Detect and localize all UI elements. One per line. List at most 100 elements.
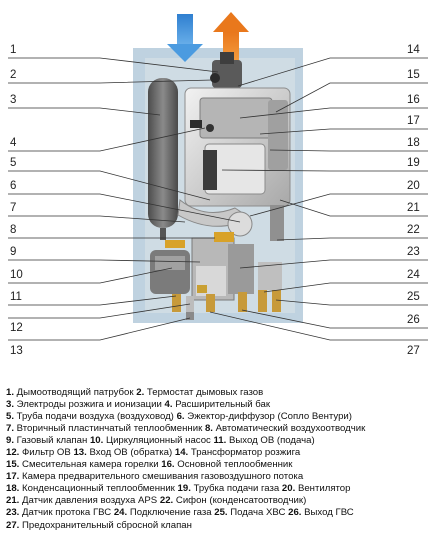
legend-number: 14. [174, 447, 191, 459]
callout-7: 7 [10, 202, 16, 214]
legend-row: 27. Предохранительный сбросной клапан [6, 520, 431, 532]
legend-row: 12. Фильтр ОВ 13. Вход ОВ (обратка) 14. … [6, 447, 431, 459]
callout-11: 11 [10, 291, 22, 303]
legend-caption: Фильтр ОВ [22, 447, 71, 459]
legend-caption: Вентилятор [297, 483, 351, 495]
callout-17: 17 [407, 115, 420, 127]
callout-24: 24 [407, 269, 420, 281]
legend-number: 15. [6, 459, 23, 471]
flue-collar [210, 52, 242, 88]
legend-number: 12. [6, 447, 23, 459]
legend-number: 19. [177, 483, 194, 495]
callout-25: 25 [407, 291, 420, 303]
legend-number: 17. [6, 471, 23, 483]
legend-number: 6. [176, 411, 188, 423]
legend-number: 23. [6, 507, 23, 519]
legend-number: 8. [204, 423, 216, 435]
legend-caption: Термостат дымовых газов [146, 387, 264, 398]
legend-caption: Камера предварительного смешивания газов… [22, 471, 304, 483]
legend-caption: Автоматический воздухоотводчик [215, 423, 366, 435]
legend-caption: Вторичный пластинчатый теплообменник [16, 423, 203, 435]
callout-21: 21 [407, 202, 420, 214]
legend-caption: Газовый клапан [16, 435, 88, 447]
callout-27: 27 [407, 345, 420, 357]
heat-exchanger [184, 87, 291, 241]
legend-caption: Циркуляционный насос [105, 435, 211, 447]
legend-number: 18. [6, 483, 23, 495]
callout-13: 13 [10, 345, 23, 357]
callout-numbers-right: 14 15 16 17 18 19 20 21 22 23 24 25 26 2… [407, 44, 420, 357]
legend-row: 9. Газовый клапан 10. Циркуляционный нас… [6, 435, 431, 447]
legend-number: 13. [73, 447, 90, 459]
legend-row: 5. Труба подачи воздуха (воздуховод) 6. … [6, 411, 431, 423]
legend-caption: Трубка подачи газа [193, 483, 280, 495]
legend-row: 15. Смесительная камера горелки 16. Осно… [6, 459, 431, 471]
legend-number: 20. [281, 483, 298, 495]
callout-3: 3 [10, 94, 16, 106]
legend-number: 26. [288, 507, 305, 519]
legend-row: 21. Датчик давления воздуха APS 22. Сифо… [6, 495, 431, 507]
callout-18: 18 [407, 137, 420, 149]
legend-number: 27. [6, 519, 23, 531]
callout-12: 12 [10, 322, 23, 334]
legend-caption: Электроды розжига и ионизации [16, 399, 162, 411]
expansion-vessel [148, 78, 178, 240]
legend-caption: Выход ГВС [304, 507, 354, 519]
legend-number: 21. [6, 495, 23, 507]
callout-1: 1 [10, 44, 16, 56]
legend-number: 25. [214, 507, 231, 519]
callout-19: 19 [407, 157, 420, 169]
legend-caption: Сифон (конденсатоотводчик) [175, 495, 307, 507]
legend-number: 3. [6, 399, 17, 411]
legend-caption: Датчик протока ГВС [22, 507, 112, 519]
callout-6: 6 [10, 180, 16, 192]
legend-row: 1. Дымоотводящий патрубок 2. Термостат д… [6, 387, 431, 399]
callout-22: 22 [407, 224, 420, 236]
legend-row: 3. Электроды розжига и ионизации 4. Расш… [6, 399, 431, 411]
callout-20: 20 [407, 180, 420, 192]
air-inlet-arrow [167, 14, 203, 62]
callout-9: 9 [10, 246, 16, 258]
legend-row: 23. Датчик протока ГВС 24. Подключение г… [6, 507, 431, 519]
callout-14: 14 [407, 44, 420, 56]
legend-caption: Датчик давления воздуха APS [22, 495, 158, 507]
legend-row: 18. Конденсационный теплообменник 19. Тр… [6, 483, 431, 495]
callout-10: 10 [10, 269, 23, 281]
callout-4: 4 [10, 137, 17, 149]
legend-number: 7. [6, 423, 17, 435]
legend-row: 17. Камера предварительного смешивания г… [6, 471, 431, 483]
legend-row: 7. Вторичный пластинчатый теплообменник … [6, 423, 431, 435]
leader-lines [8, 57, 428, 341]
legend-number: 10. [89, 435, 106, 447]
callout-5: 5 [10, 157, 16, 169]
legend-caption: Дымоотводящий патрубок [16, 387, 134, 398]
legend-caption: Расширительный бак [175, 399, 271, 411]
legend-number: 24. [113, 507, 130, 519]
legend-number: 22. [159, 495, 176, 507]
legend-number: 9. [6, 435, 17, 447]
legend-caption: Эжектор-диффузор (Сопло Вентури) [187, 411, 352, 423]
boiler-diagram: 1 2 3 4 5 6 7 8 9 10 11 12 13 14 15 16 1… [8, 12, 428, 357]
legend-number: 2. [136, 387, 147, 398]
callout-8: 8 [10, 224, 16, 236]
legend-caption: Подключение газа [129, 507, 212, 519]
legend-number: 16. [161, 459, 178, 471]
legend-number: 5. [6, 411, 17, 423]
callout-23: 23 [407, 246, 420, 258]
legend-caption: Трансформатор розжига [190, 447, 301, 459]
callout-15: 15 [407, 69, 420, 81]
legend-number: 11. [213, 435, 229, 447]
callout-numbers-left: 1 2 3 4 5 6 7 8 9 10 11 12 13 [10, 44, 23, 357]
legend-caption: Вход ОВ (обратка) [89, 447, 173, 459]
legend-caption: Предохранительный сбросной клапан [22, 519, 192, 531]
legend-caption: Выход ОВ (подача) [228, 435, 315, 447]
legend-caption: Конденсационный теплообменник [22, 483, 175, 495]
callout-26: 26 [407, 314, 420, 326]
legend-caption: Смесительная камера горелки [22, 459, 159, 471]
legend-number: 4. [164, 399, 176, 411]
legend-caption: Основной теплообменник [177, 459, 293, 471]
callout-2: 2 [10, 69, 16, 81]
legend-caption: Подача ХВС [230, 507, 286, 519]
callout-16: 16 [407, 94, 420, 106]
air-duct [177, 199, 253, 237]
